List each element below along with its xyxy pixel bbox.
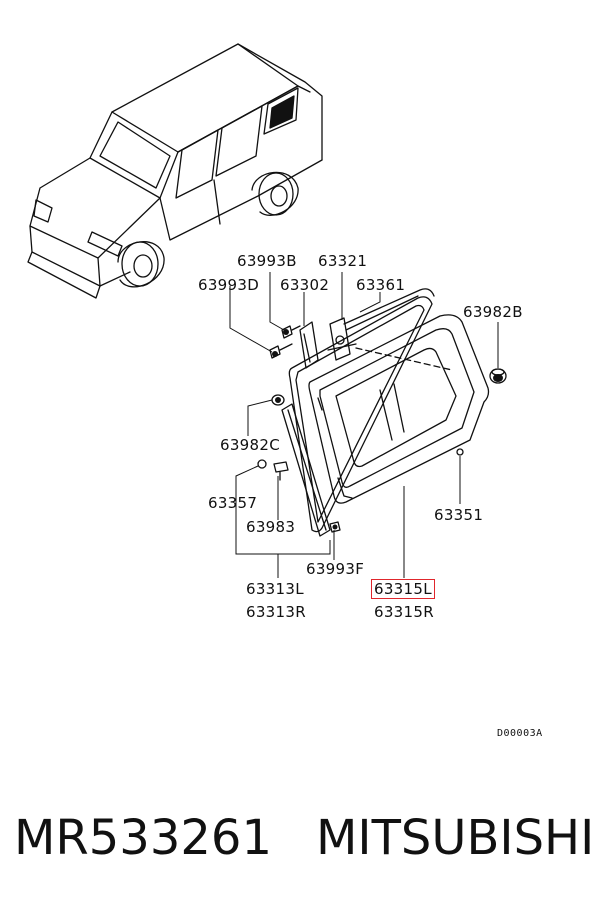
part-number: MR533261 — [14, 810, 272, 866]
label-63315R: 63315R — [374, 603, 434, 621]
label-63302: 63302 — [280, 276, 330, 294]
label-63361: 63361 — [356, 276, 406, 294]
leader-lines — [229, 272, 499, 578]
label-63983: 63983 — [246, 518, 296, 536]
label-63313L: 63313L — [246, 580, 304, 598]
drawing-code: D00003A — [497, 728, 543, 739]
parts-diagram: 63993B 63321 63993D 63302 63361 63982B 6… — [27, 43, 543, 739]
label-63315L-highlighted: 63315L — [371, 579, 435, 599]
diagram-drawing — [27, 43, 507, 578]
label-63321: 63321 — [318, 252, 368, 270]
label-63982B: 63982B — [463, 303, 523, 321]
vehicle-illustration — [27, 43, 323, 299]
label-63993F: 63993F — [306, 560, 365, 578]
label-63313R: 63313R — [246, 603, 306, 621]
label-63993D: 63993D — [198, 276, 260, 294]
pillar-trim — [281, 403, 331, 537]
label-63993B: 63993B — [237, 252, 297, 270]
label-63982C: 63982C — [220, 436, 280, 454]
footer-caption: MR533261 MITSUBISHI — [14, 808, 594, 872]
label-63357: 63357 — [208, 494, 258, 512]
small-parts — [257, 317, 507, 533]
label-63351: 63351 — [434, 506, 484, 524]
glass-assembly — [288, 288, 490, 533]
brand-name: MITSUBISHI — [316, 810, 595, 866]
